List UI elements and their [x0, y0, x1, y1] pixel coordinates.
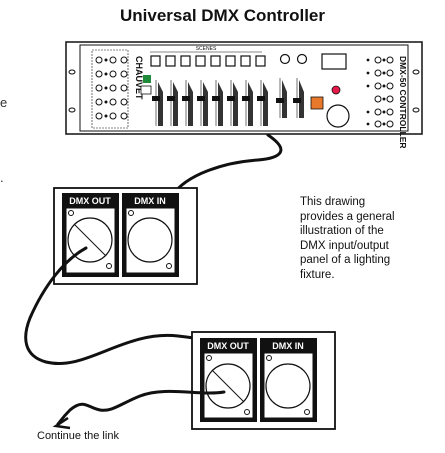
description-line: This drawing — [300, 196, 366, 208]
controller-model: DMX-50 CONTROLLER — [398, 56, 408, 149]
diagram-title: Universal DMX Controller — [120, 6, 325, 25]
description-line: panel of a lighting — [300, 254, 391, 266]
status-led-green — [143, 75, 151, 83]
controller-display — [321, 53, 347, 70]
rack-hole — [68, 107, 76, 113]
fixture-panel-1: DMX OUT DMX IN — [53, 187, 198, 285]
continue-link-caption: Continue the link — [37, 430, 119, 442]
dmx-out-label: DMX OUT — [69, 196, 111, 206]
controller-brand: CHAUVET — [134, 56, 144, 100]
dmx-out-label: DMX OUT — [207, 341, 249, 351]
arrow-head — [52, 416, 71, 430]
fixture-panel-2: DMX OUT DMX IN — [191, 331, 336, 430]
description-line: DMX input/output — [300, 239, 389, 252]
diagram-description: This drawing provides a general illustra… — [300, 195, 440, 282]
description-line: illustration of the — [300, 225, 384, 237]
cut-off-letter: . — [0, 170, 4, 185]
dmx-in-label: DMX IN — [134, 196, 166, 206]
rack-hole — [412, 69, 420, 75]
description-line: provides a general — [300, 210, 395, 223]
dmx-cable — [56, 389, 226, 426]
xlr-connector-in — [265, 363, 311, 409]
status-led-red — [331, 85, 341, 95]
right-button-grid — [366, 56, 394, 128]
rack-hole — [412, 107, 420, 113]
description-line: fixture. — [300, 268, 335, 281]
speed-fade-faders — [276, 78, 304, 118]
scene-buttons — [150, 55, 266, 67]
channel-faders — [152, 80, 268, 126]
tap-button-orange — [310, 96, 324, 110]
cut-off-letter: e — [0, 95, 8, 110]
dmx-in-label: DMX IN — [272, 341, 304, 351]
xlr-connector-in — [127, 217, 173, 263]
rack-hole — [68, 69, 76, 75]
scenes-label: SCENES — [196, 46, 217, 52]
dmx-controller: CHAUVET SCENES — [65, 41, 423, 149]
scanner-button-grid — [91, 49, 129, 129]
joystick — [326, 104, 350, 128]
